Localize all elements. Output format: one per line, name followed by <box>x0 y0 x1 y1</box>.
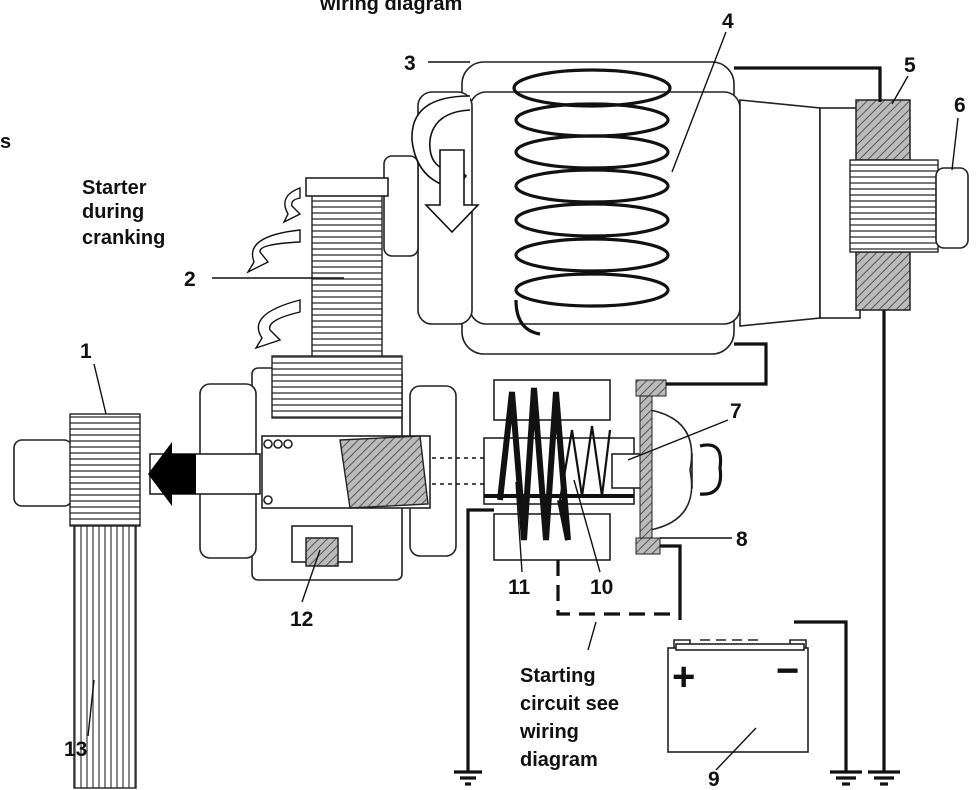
callout-1: 1 <box>80 340 92 363</box>
callout-5: 5 <box>904 54 916 77</box>
starter-caption-line3: cranking <box>82 227 165 249</box>
circuit-caption-line3: wiring <box>519 721 579 743</box>
callout-7: 7 <box>730 400 742 423</box>
field-coil <box>512 68 672 336</box>
callout-12: 12 <box>290 608 313 631</box>
callout-4: 4 <box>722 10 734 33</box>
contact-plate <box>639 395 653 547</box>
starter-caption-line1: Starter <box>82 177 147 199</box>
brush-holder <box>855 99 911 161</box>
callout-9: 9 <box>708 768 720 790</box>
shaft-end-cap <box>935 167 969 249</box>
starter-caption-line2: during <box>82 201 144 223</box>
leader-lines <box>87 31 959 771</box>
circuit-caption-line2: circuit see <box>520 693 619 715</box>
top-caption: wiring diagram <box>319 0 462 15</box>
callout-13: 13 <box>64 738 87 761</box>
callout-6: 6 <box>954 94 966 117</box>
callout-11: 11 <box>508 576 531 599</box>
engagement-arrow <box>148 442 196 506</box>
pull-in-winding <box>497 387 571 541</box>
flywheel-ring-gear <box>73 525 137 789</box>
wiring <box>454 66 900 786</box>
edge-letter: s <box>0 131 11 153</box>
battery-positive-sign: + <box>672 655 695 699</box>
intermediate-gear <box>311 183 383 361</box>
callout-8: 8 <box>736 528 748 551</box>
one-way-clutch <box>305 537 339 567</box>
circuit-caption-line4: diagram <box>520 749 598 771</box>
battery: + − <box>667 639 809 753</box>
callout-2: 2 <box>184 268 196 291</box>
battery-negative-sign: − <box>776 649 799 693</box>
callout-3: 3 <box>404 52 416 75</box>
hold-in-winding <box>558 425 612 501</box>
pinion-gear <box>69 413 141 527</box>
circuit-caption-line1: Starting <box>520 665 596 687</box>
solenoid <box>432 379 723 561</box>
callout-10: 10 <box>590 576 613 599</box>
